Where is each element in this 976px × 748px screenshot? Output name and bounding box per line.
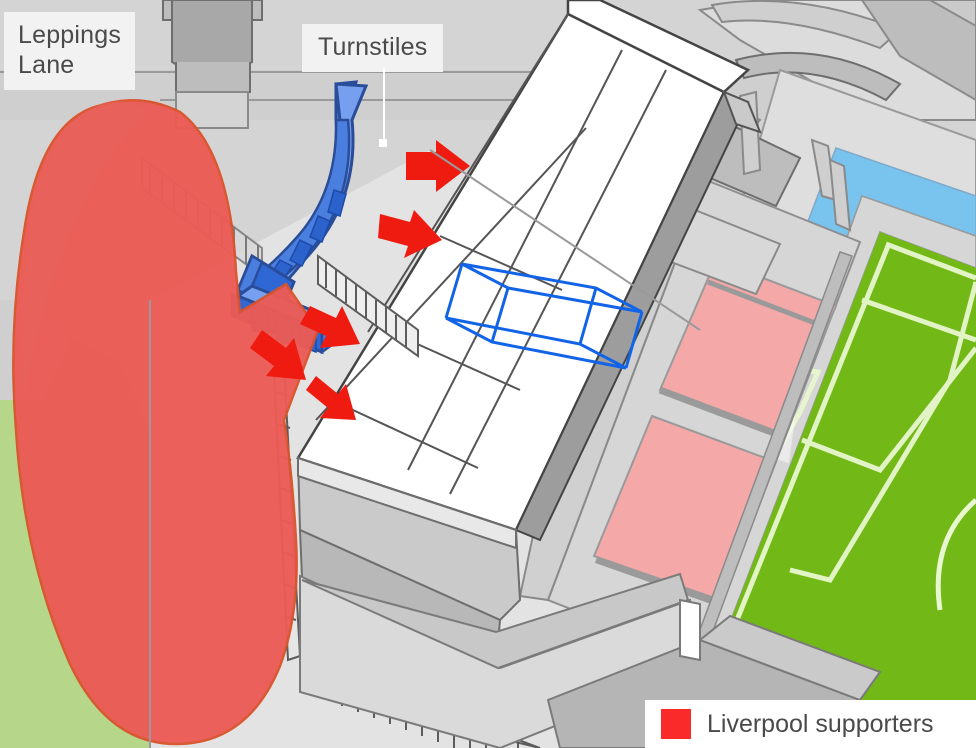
flow-arrow-2 <box>378 210 442 258</box>
crowd-overlay-highlight <box>22 101 150 400</box>
roof-struts <box>738 90 852 232</box>
flow-arrows <box>250 140 470 420</box>
label-leppings-lane: Leppings Lane <box>4 12 136 90</box>
fence-mid <box>317 254 419 358</box>
misc-outlines <box>149 149 701 748</box>
pen-radial-fence-1 <box>707 279 829 331</box>
turnstiles-leader-dot <box>379 139 387 147</box>
corner-arc <box>935 498 976 611</box>
legend-label-liverpool-supporters: Liverpool supporters <box>707 709 934 738</box>
legend-panel: Liverpool supporters <box>645 700 976 748</box>
roof-panel-lines <box>315 13 667 495</box>
legend-swatch-liverpool-supporters <box>661 709 691 739</box>
turnstiles-leader-line <box>383 68 385 144</box>
building-right-curved <box>697 0 976 121</box>
flow-arrow-3 <box>300 306 360 348</box>
label-turnstiles: Turnstiles <box>302 24 444 72</box>
flow-arrow-1 <box>406 140 470 192</box>
terrace-pens <box>546 178 862 667</box>
roof-top-cap <box>566 0 751 94</box>
building-top <box>162 0 263 129</box>
tunnel-outline[interactable] <box>444 262 644 370</box>
roof-fascia <box>297 456 517 550</box>
pitch-surface <box>690 232 976 748</box>
flow-arrow-5 <box>306 376 356 420</box>
pen-radial-fence-2 <box>658 386 784 440</box>
flow-arrow-4 <box>250 330 306 380</box>
crowd-overlay <box>12 98 320 746</box>
roof-gable-right <box>722 90 762 134</box>
